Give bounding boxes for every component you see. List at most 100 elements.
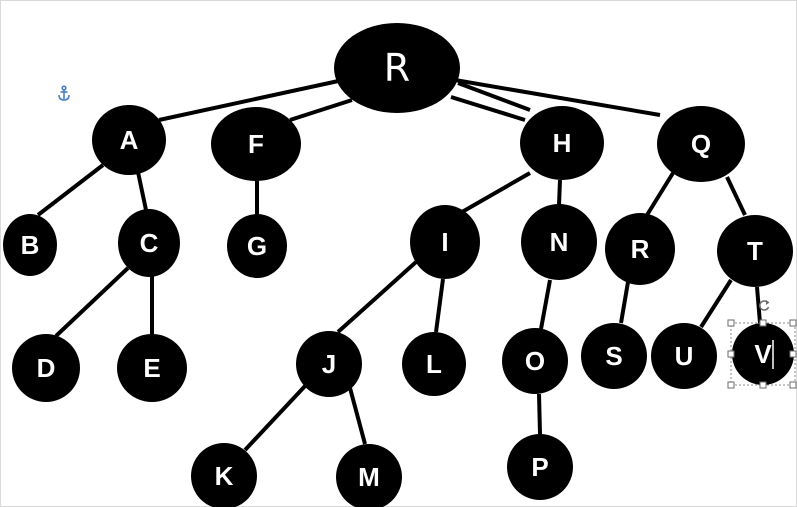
node-m[interactable]: M	[336, 444, 402, 507]
edges-layer	[36, 78, 762, 452]
node-shape	[117, 334, 187, 402]
node-label: N	[550, 227, 569, 257]
node-shape	[296, 331, 362, 397]
node-q[interactable]: Q	[657, 106, 745, 182]
edge-i-l	[434, 278, 445, 333]
node-a[interactable]: A	[92, 105, 166, 175]
edge-r-f	[289, 98, 353, 122]
node-shape	[191, 443, 257, 507]
edge-j-k	[243, 383, 308, 452]
edge-o-p	[537, 393, 542, 435]
node-label: C	[140, 228, 159, 258]
node-label: L	[426, 349, 442, 379]
node-g[interactable]: G	[227, 214, 287, 278]
anchor-icon[interactable]	[58, 85, 70, 101]
node-j[interactable]: J	[296, 331, 362, 397]
edge-h-n	[557, 179, 562, 206]
node-shape	[12, 334, 80, 402]
node-shape	[521, 204, 597, 280]
node-shape	[581, 323, 647, 389]
node-shape	[502, 328, 568, 394]
node-label: D	[37, 353, 56, 383]
node-shape	[334, 23, 460, 113]
node-label: V	[754, 339, 772, 369]
node-shape	[336, 444, 402, 507]
node-shape	[717, 215, 793, 287]
node-s[interactable]: S	[581, 323, 647, 389]
node-shape	[651, 323, 717, 389]
node-r[interactable]: R	[334, 23, 460, 113]
edge-r-a	[158, 78, 344, 122]
edge-q-r2	[645, 171, 675, 217]
node-d[interactable]: D	[12, 334, 80, 402]
node-f[interactable]: F	[211, 107, 301, 181]
node-t[interactable]: T	[717, 215, 793, 287]
node-l[interactable]: L	[402, 332, 466, 396]
node-label: B	[21, 230, 40, 260]
node-k[interactable]: K	[191, 443, 257, 507]
edge-r-q	[454, 78, 661, 117]
node-label: P	[531, 452, 548, 482]
node-shape	[211, 107, 301, 181]
node-label: J	[322, 349, 336, 379]
node-shape	[605, 213, 675, 285]
node-shape	[118, 209, 180, 277]
node-label: T	[747, 236, 763, 266]
node-shape	[227, 214, 287, 278]
node-shape	[732, 323, 794, 385]
node-label: Q	[691, 129, 711, 159]
edge-c-d	[54, 266, 130, 338]
node-shape	[92, 105, 166, 175]
resize-handle[interactable]	[727, 381, 735, 389]
node-p[interactable]: P	[507, 434, 573, 500]
resize-handle[interactable]	[789, 381, 797, 389]
resize-handle[interactable]	[727, 350, 735, 358]
edge-j-m	[348, 387, 367, 445]
node-u[interactable]: U	[651, 323, 717, 389]
node-r2[interactable]: R	[605, 213, 675, 285]
node-label: U	[675, 341, 694, 371]
node-label: O	[525, 346, 545, 376]
node-shape	[3, 214, 57, 276]
edge-r-h	[450, 95, 526, 122]
edge-i-j	[336, 260, 418, 334]
node-i[interactable]: I	[410, 205, 480, 279]
node-n[interactable]: N	[521, 204, 597, 280]
node-b[interactable]: B	[3, 214, 57, 276]
node-label: I	[441, 227, 448, 257]
node-e[interactable]: E	[117, 334, 187, 402]
node-label: K	[215, 461, 234, 491]
node-label: S	[605, 341, 622, 371]
node-label: R	[384, 46, 410, 90]
resize-handle[interactable]	[759, 319, 767, 327]
edge-a-c	[136, 171, 148, 211]
resize-handle[interactable]	[759, 381, 767, 389]
node-shape	[657, 106, 745, 182]
node-h[interactable]: H	[520, 106, 604, 180]
node-v[interactable]: V	[732, 323, 794, 385]
node-shape	[520, 106, 604, 180]
node-label: G	[247, 231, 267, 261]
rotate-handle-icon[interactable]	[759, 300, 770, 311]
edge-h-i	[461, 171, 531, 214]
resize-handle[interactable]	[727, 319, 735, 327]
node-o[interactable]: O	[502, 328, 568, 394]
overlay-layer	[58, 85, 797, 389]
edge-t-u	[699, 278, 733, 329]
edge-t-v	[755, 286, 762, 324]
node-shape	[507, 434, 573, 500]
edge-q-t	[725, 176, 747, 216]
node-shape	[410, 205, 480, 279]
node-label: M	[358, 462, 380, 492]
edge-r2-s	[619, 281, 630, 324]
edge-a-b	[36, 163, 105, 217]
resize-handle[interactable]	[789, 319, 797, 327]
resize-handle[interactable]	[789, 350, 797, 358]
node-label: H	[553, 128, 572, 158]
node-label: R	[631, 234, 650, 264]
node-c[interactable]: C	[118, 209, 180, 277]
edge-r-h	[457, 81, 531, 112]
node-label: F	[248, 129, 264, 159]
node-label: E	[143, 353, 160, 383]
